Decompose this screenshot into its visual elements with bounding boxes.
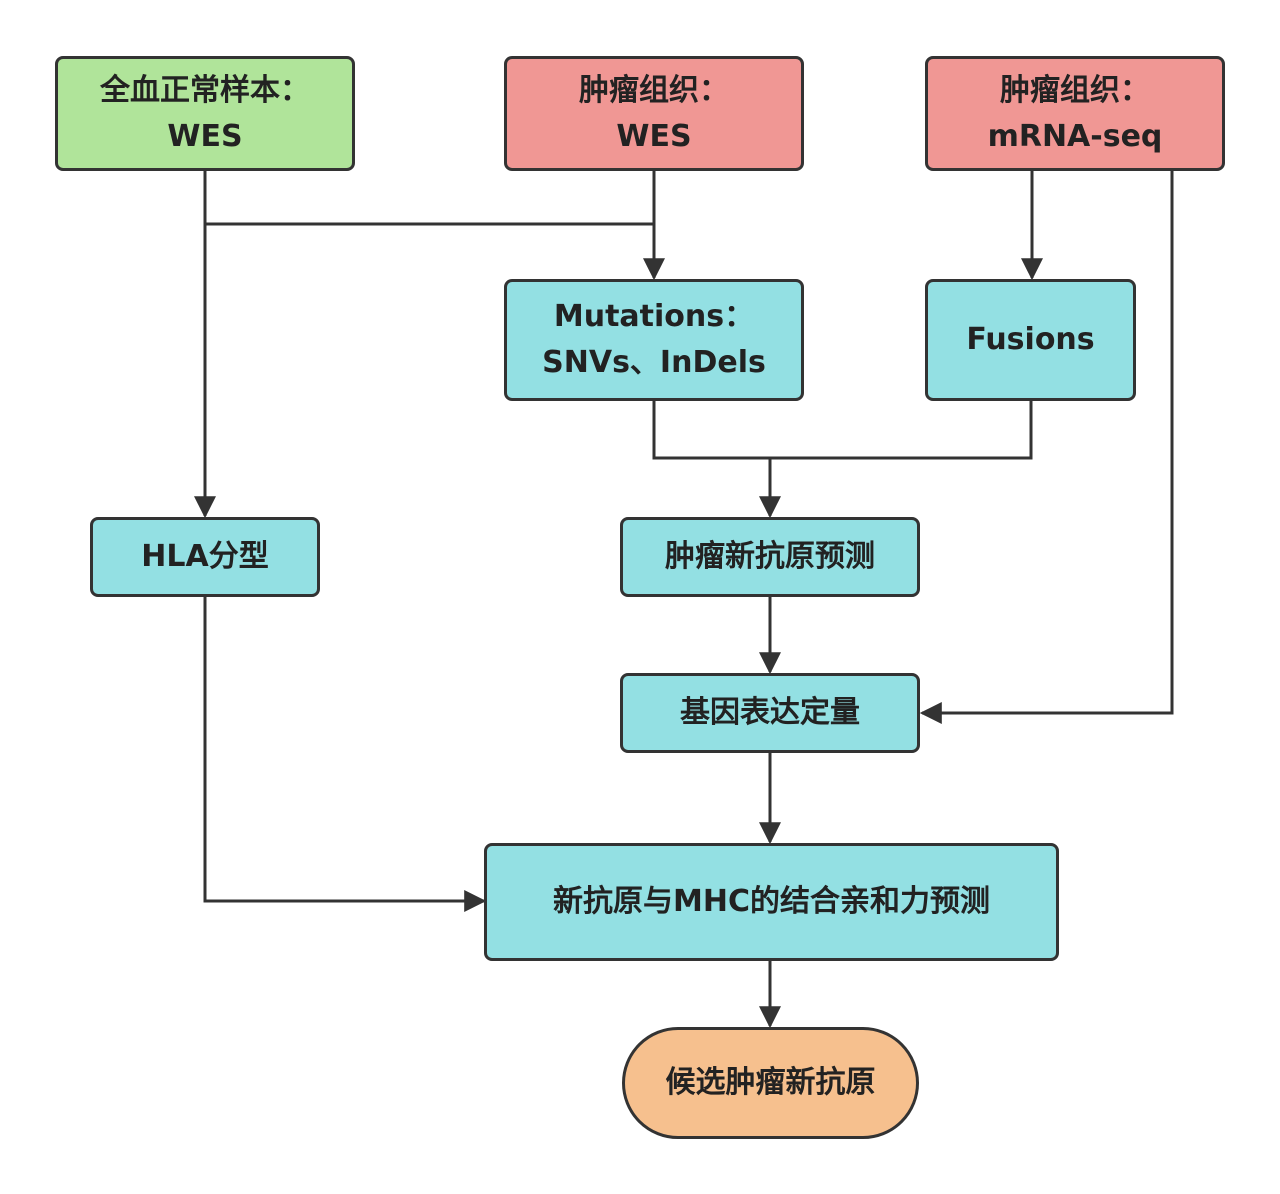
node-tumor-rna-line2: mRNA-seq [987, 118, 1163, 154]
node-fusions-label: Fusions [966, 322, 1095, 357]
node-fusions: Fusions [925, 279, 1136, 401]
connector-rna-to-expression [919, 170, 1174, 724]
node-blood-line2: WES [167, 118, 243, 154]
node-candidates-label: 候选肿瘤新抗原 [665, 1065, 876, 1100]
node-candidate-neoantigens: 候选肿瘤新抗原 [622, 1027, 919, 1139]
connector-mutations-merge [652, 400, 1033, 460]
connector-hla-to-mhc [203, 596, 487, 912]
node-tumor-wes-line2: WES [616, 118, 692, 154]
node-expression-label: 基因表达定量 [680, 695, 860, 730]
node-gene-expression: 基因表达定量 [620, 673, 920, 753]
node-hla-label: HLA分型 [141, 539, 269, 574]
node-mhc-label: 新抗原与MHC的结合亲和力预测 [553, 884, 990, 919]
node-tumor-rna-line1: 肿瘤组织： [1000, 72, 1150, 108]
node-hla-typing: HLA分型 [90, 517, 320, 597]
node-mhc-binding-prediction: 新抗原与MHC的结合亲和力预测 [484, 843, 1059, 961]
node-tumor-mrna-seq: 肿瘤组织： mRNA-seq [925, 56, 1225, 171]
node-mutations: Mutations： SNVs、InDels [504, 279, 804, 401]
node-tumor-wes-line1: 肿瘤组织： [579, 72, 729, 108]
node-mutations-line2: SNVs、InDels [542, 345, 766, 380]
node-blood-line1: 全血正常样本： [100, 72, 310, 108]
node-neoantigen-label: 肿瘤新抗原预测 [665, 539, 875, 574]
node-tumor-wes: 肿瘤组织： WES [504, 56, 804, 171]
node-neoantigen-prediction: 肿瘤新抗原预测 [620, 517, 920, 597]
node-blood-normal-wes: 全血正常样本： WES [55, 56, 355, 171]
node-mutations-line1: Mutations： [553, 299, 755, 334]
